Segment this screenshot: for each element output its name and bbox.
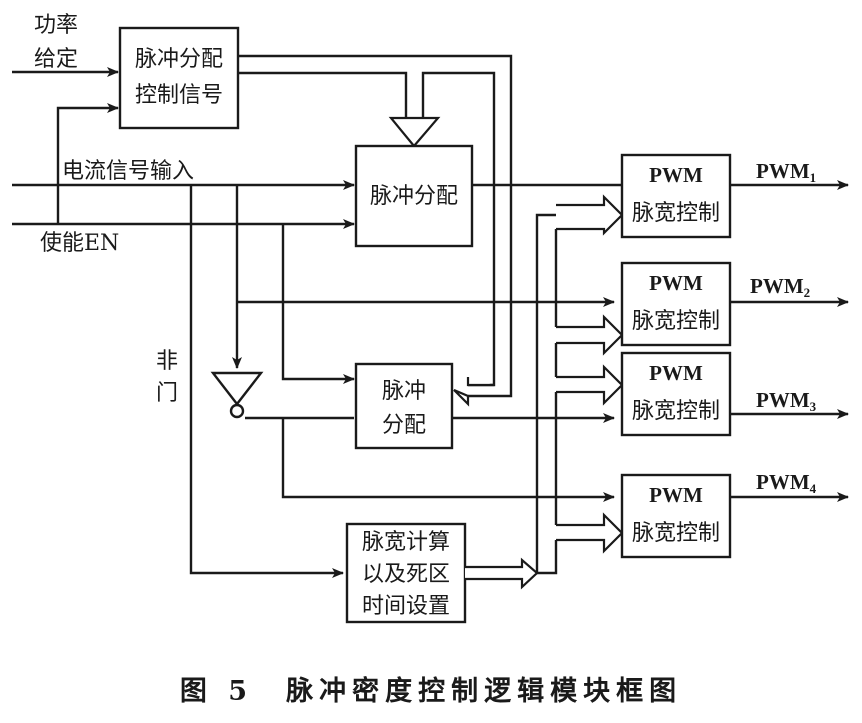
pw-calc-bus-arrow-icon bbox=[465, 557, 539, 590]
enable-to-ctrl-line bbox=[56, 103, 119, 224]
power-setpoint-label-2: 给定 bbox=[34, 47, 78, 72]
bus-arrow-pwm3-icon bbox=[556, 364, 624, 406]
not-gate-label-2: 门 bbox=[156, 381, 178, 406]
pwm-block-1-label: 脉宽控制 bbox=[632, 201, 720, 226]
enable-label: 使能EN bbox=[40, 231, 119, 256]
pulse-alloc-ctrl-line2: 控制信号 bbox=[135, 83, 223, 108]
pulse-width-calc-block bbox=[345, 522, 467, 624]
power-setpoint-label-1: 功率 bbox=[34, 13, 78, 38]
ctrl-bus-outer-line bbox=[238, 54, 513, 398]
pw-distribution-bus bbox=[535, 213, 558, 575]
pw-calc-line3: 时间设置 bbox=[362, 594, 450, 619]
ctrl-bus-left-line bbox=[238, 71, 408, 118]
bus-arrow-pwm1-icon bbox=[556, 194, 624, 236]
pulse-alloc-bottom-line2: 分配 bbox=[382, 413, 426, 438]
pwm2-output-label: PWM2 bbox=[750, 274, 810, 300]
pulse-alloc-bottom-line1: 脉冲 bbox=[382, 379, 426, 404]
pwm-block-3-title: PWM bbox=[649, 361, 703, 385]
pwm-block-4: PWM 脉宽控制 bbox=[620, 473, 732, 559]
pwm-block-3-label: 脉宽控制 bbox=[632, 399, 720, 424]
figure-caption: 图 5 脉冲密度控制逻辑模块框图 bbox=[180, 675, 682, 707]
not-gate-label-1: 非 bbox=[156, 349, 178, 374]
pwm-block-2: PWM 脉宽控制 bbox=[620, 261, 732, 347]
pwm-block-1: PWM 脉宽控制 bbox=[620, 153, 732, 239]
bus-arrow-left-icon bbox=[453, 377, 494, 407]
pulse-alloc-bottom-block bbox=[354, 362, 454, 450]
pulse-alloc-top-label: 脉冲分配 bbox=[370, 184, 458, 209]
pulse-alloc-ctrl-line1: 脉冲分配 bbox=[135, 47, 223, 72]
pwm1-output-label: PWM1 bbox=[756, 159, 816, 185]
not-gate bbox=[210, 371, 264, 419]
bus-arrow-pwm2-icon bbox=[556, 314, 624, 356]
current-to-pwcalc-line bbox=[189, 185, 344, 578]
pwm4-output-label: PWM4 bbox=[756, 470, 817, 496]
pwm-block-2-title: PWM bbox=[649, 271, 703, 295]
pwm-block-1-title: PWM bbox=[649, 163, 703, 187]
not-to-pwm4-line bbox=[281, 418, 615, 502]
pw-calc-line1: 脉宽计算 bbox=[362, 530, 450, 555]
pw-calc-line2: 以及死区 bbox=[362, 562, 450, 587]
bus-arrow-pwm4-icon bbox=[556, 512, 624, 554]
enable-to-pulse-alloc2-line bbox=[281, 224, 355, 384]
pwm-block-3: PWM 脉宽控制 bbox=[620, 351, 732, 437]
bus-arrow-down-icon bbox=[388, 116, 441, 148]
not-gate-bubble-icon bbox=[229, 403, 245, 419]
pwm3-output-label: PWM3 bbox=[756, 388, 817, 414]
pulse-alloc-ctrl-signal-block bbox=[118, 26, 240, 130]
current-signal-input-label: 电流信号输入 bbox=[62, 159, 194, 184]
pulse-alloc-top-block bbox=[354, 144, 474, 248]
pwm-block-4-label: 脉宽控制 bbox=[632, 521, 720, 546]
pwm-block-2-label: 脉宽控制 bbox=[632, 309, 720, 334]
pwm-block-4-title: PWM bbox=[649, 483, 703, 507]
not-gate-triangle-icon bbox=[210, 371, 264, 406]
